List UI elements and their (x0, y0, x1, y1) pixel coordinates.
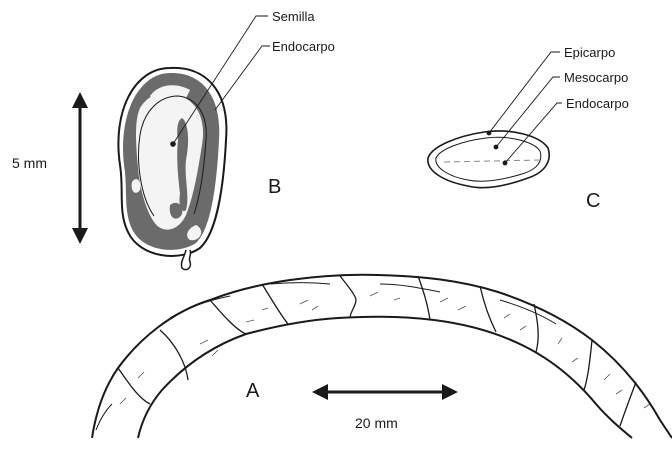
scale-20mm-label: 20 mm (355, 415, 398, 431)
scale-20mm-arrow-right (442, 384, 458, 400)
pod-segment-5 (340, 276, 356, 318)
leader-epicarpo (489, 52, 560, 133)
figure-b-seed (118, 68, 226, 270)
figure-c-section (428, 131, 549, 188)
letter-c: C (586, 190, 600, 212)
scale-20mm-arrow-left (312, 384, 328, 400)
pod-segment-4 (262, 284, 288, 324)
pod-segment-9 (584, 340, 592, 390)
pod-segment-7 (480, 286, 496, 332)
label-endocarpo-c: Endocarpo (566, 96, 629, 111)
pod-segment-8 (534, 304, 538, 352)
leader-endocarpo-b (215, 46, 270, 110)
pod-segment-10 (620, 382, 636, 426)
scale-5mm-arrow-top (72, 92, 88, 108)
letter-b: B (268, 176, 281, 198)
scale-bar-5mm (72, 92, 88, 244)
label-mesocarpo: Mesocarpo (564, 70, 628, 85)
pod-segment-2 (160, 330, 188, 380)
label-epicarpo: Epicarpo (564, 45, 615, 60)
pod-segment-6 (418, 276, 430, 320)
pod-segment-3 (210, 300, 246, 334)
pod-segment-1 (118, 368, 150, 404)
seed-mottle-3 (132, 179, 141, 193)
scale-5mm-label: 5 mm (12, 155, 47, 171)
label-endocarpo-b: Endocarpo (272, 39, 335, 54)
letter-a: A (246, 380, 260, 402)
scale-bar-20mm (312, 384, 458, 400)
section-c-outer (428, 131, 549, 188)
figure-a-pod (92, 275, 672, 438)
scale-5mm-arrow-bottom (72, 228, 88, 244)
pod-outer-edge (92, 275, 672, 438)
label-semilla: Semilla (272, 9, 315, 24)
